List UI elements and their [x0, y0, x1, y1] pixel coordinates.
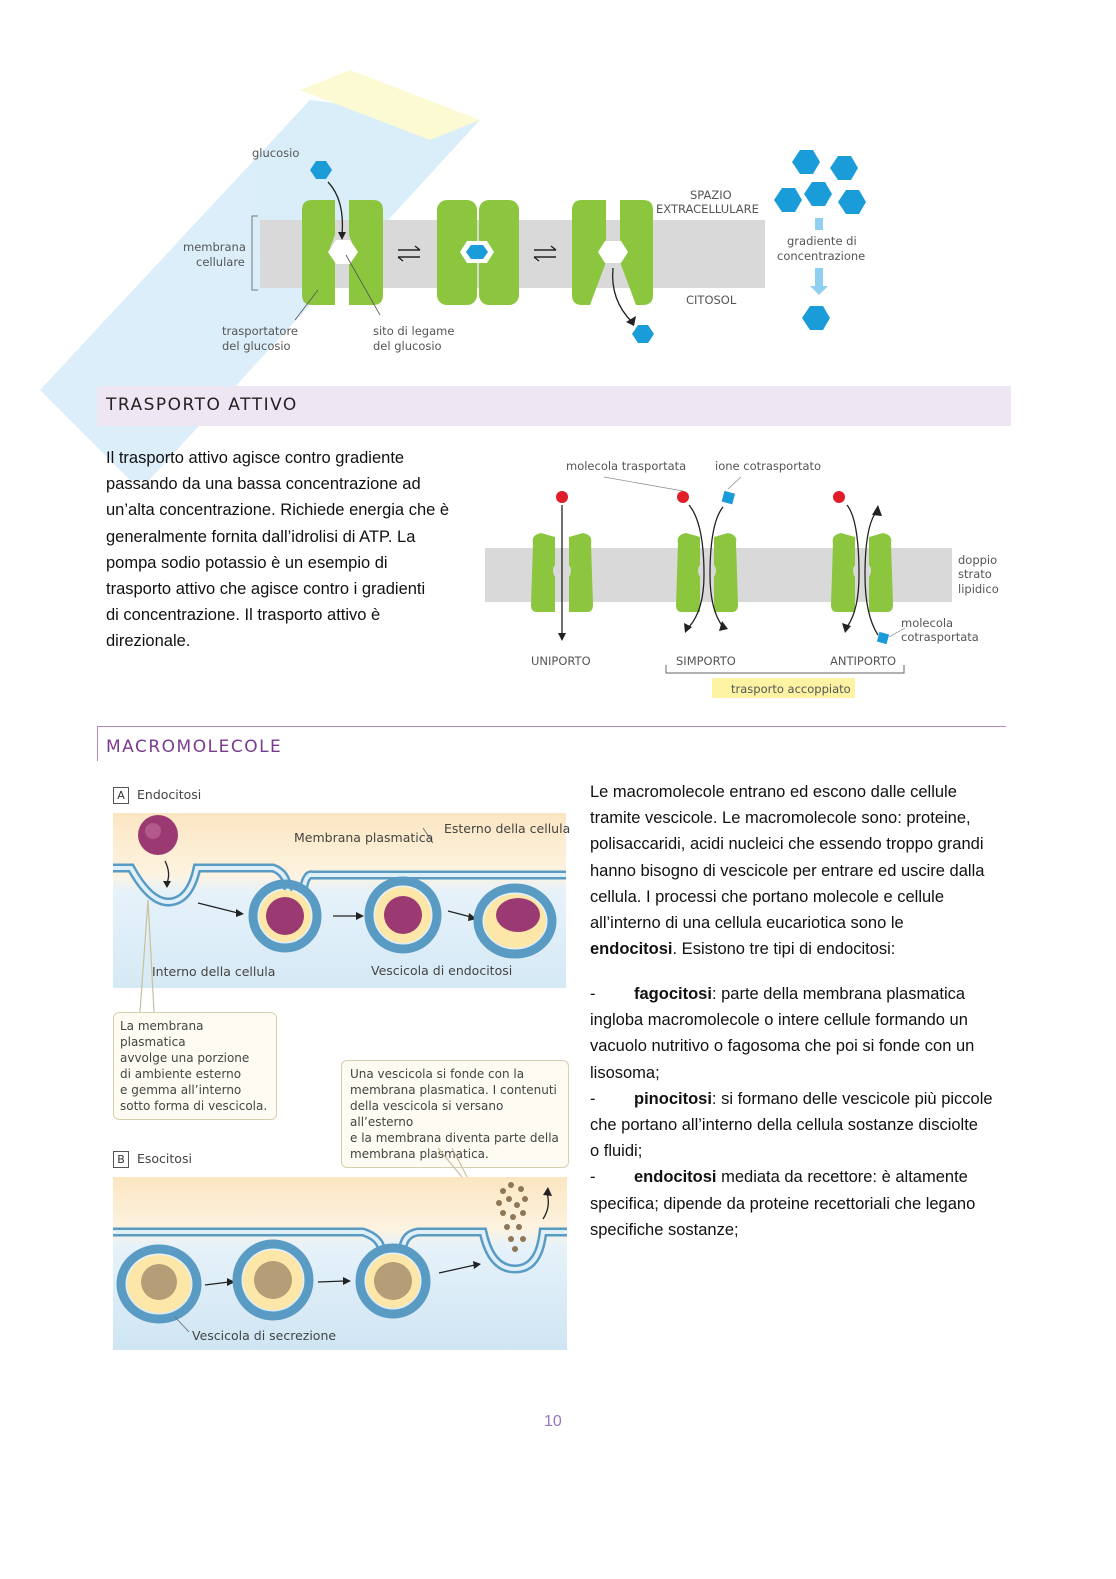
label-cellulare: cellulare — [196, 255, 245, 270]
label-esocitosi: Esocitosi — [137, 1151, 192, 1166]
exocytosis-figure — [113, 1177, 567, 1350]
paragraph-trasporto-attivo: Il trasporto attivo agisce contro gradie… — [106, 445, 476, 655]
text-line: un’alta concentrazione. Richiede energia… — [106, 497, 476, 523]
callout-endocitosi: La membrana plasmatica avvolge una porzi… — [113, 1012, 277, 1120]
text-fragment: : si formano delle vescicole più piccole — [712, 1090, 993, 1108]
text-line: specifiche sostanze; — [590, 1217, 1010, 1243]
text-line: o fluidi; — [590, 1138, 1010, 1164]
text-line: endocitosi. Esistono tre tipi di endocit… — [590, 936, 1010, 962]
esocitosi-heading: B Esocitosi — [113, 1151, 192, 1168]
callout-line: membrana plasmatica. I contenuti — [350, 1082, 560, 1098]
callout-line: della vescicola si versano all’esterno — [350, 1098, 560, 1130]
secretory-vesicle — [121, 1249, 197, 1319]
section-title: MACROMOLECOLE — [106, 737, 282, 757]
label-molecola-trasportata: molecola trasportata — [566, 459, 686, 474]
callout-line: Una vescicola si fonde con la — [350, 1066, 560, 1082]
label-molecola: molecola — [901, 616, 953, 631]
text-line: passando da una bassa concentrazione ad — [106, 471, 476, 497]
text-line: Il trasporto attivo agisce contro gradie… — [106, 445, 476, 471]
text-fragment: : parte della membrana plasmatica — [712, 985, 965, 1003]
list-item-fagocitosi: -fagocitosi: parte della membrana plasma… — [590, 981, 1010, 1086]
label-sito-di-legame: sito di legame — [373, 324, 454, 339]
section-header-macromolecole: MACROMOLECOLE — [97, 726, 1006, 761]
text-line: lisosoma; — [590, 1060, 1010, 1086]
label-del-glucosio-2: del glucosio — [373, 339, 442, 354]
callout-line: di ambiente esterno — [120, 1066, 270, 1082]
text-line: hanno bisogno di vescicole per entrare e… — [590, 858, 1010, 884]
label-interno-della-cellula: Interno della cellula — [152, 964, 275, 980]
glucose-transporter-occluded — [437, 200, 519, 305]
callout-line: e gemma all’interno — [120, 1082, 270, 1098]
text-fragment: . Esistono tre tipi di endocitosi: — [673, 940, 896, 958]
label-doppio: doppio — [958, 553, 997, 568]
text-line: polisaccaridi, acidi nucleici che essend… — [590, 831, 1010, 857]
term-endocitosi: endocitosi — [634, 1168, 717, 1186]
label-box-a: A — [113, 787, 129, 804]
label-vescicola-di-secrezione: Vescicola di secrezione — [192, 1328, 336, 1344]
page-number: 10 — [544, 1413, 562, 1431]
text-line: vacuolo nutritivo o fagosoma che poi si … — [590, 1033, 1010, 1059]
text-line: tramite vescicole. Le macromolecole sono… — [590, 805, 1010, 831]
label-extracellulare: EXTRACELLULARE — [656, 202, 759, 217]
label-cotrasportata: cotrasportata — [901, 630, 979, 645]
text-line: pompa sodio potassio è un esempio di — [106, 550, 476, 576]
label-endocitosi: Endocitosi — [137, 787, 201, 802]
text-line: di concentrazione. Il trasporto attivo è — [106, 602, 476, 628]
text-line: specifica; dipende da proteine recettori… — [590, 1191, 1010, 1217]
endocytosis-types-list: -fagocitosi: parte della membrana plasma… — [590, 981, 1010, 1243]
text-line: generalmente fornita dall’idrolisi di AT… — [106, 524, 476, 550]
label-spazio: SPAZIO — [690, 188, 732, 203]
text-line: all’interno di una cellula eucariotica s… — [590, 910, 1010, 936]
glucose-molecule-icon — [310, 161, 332, 179]
label-concentrazione: concentrazione — [777, 249, 865, 264]
paragraph-macromolecole: Le macromolecole entrano ed escono dalle… — [590, 779, 1010, 962]
list-item-pinocitosi: -pinocitosi: si formano delle vescicole … — [590, 1086, 1010, 1165]
section-header-trasporto-attivo: TRASPORTO ATTIVO — [97, 386, 1011, 426]
label-glucosio: glucosio — [252, 146, 299, 161]
text-line: ingloba macromolecole o intere cellule f… — [590, 1007, 1010, 1033]
term-pinocitosi: pinocitosi — [634, 1090, 712, 1108]
endocitosi-heading: A Endocitosi — [113, 787, 201, 804]
cotransported-ion-icon — [722, 491, 735, 504]
label-trasportatore: trasportatore — [222, 324, 298, 339]
label-citosol: CITOSOL — [686, 293, 736, 308]
glucose-transporter-open-in — [572, 200, 653, 305]
label-membrana: membrana — [183, 240, 246, 255]
callout-pointer-1 — [110, 900, 170, 1015]
label-strato: strato — [958, 567, 992, 582]
label-membrana-plasmatica: Membrana plasmatica — [294, 830, 433, 846]
term-fagocitosi: fagocitosi — [634, 985, 712, 1003]
callout-line: sotto forma di vescicola. — [120, 1098, 270, 1114]
label-gradiente-di: gradiente di — [787, 234, 857, 249]
glucose-gradient-cluster — [774, 150, 866, 214]
label-esterno-della-cellula: Esterno della cellula — [444, 821, 570, 837]
label-vescicola-di-endocitosi: Vescicola di endocitosi — [371, 963, 512, 979]
label-box-b: B — [113, 1151, 129, 1168]
text-line: cellula. I processi che portano molecole… — [590, 884, 1010, 910]
list-dash: - — [590, 1164, 634, 1190]
label-del-glucosio-1: del glucosio — [222, 339, 291, 354]
callout-line: e la membrana diventa parte della — [350, 1130, 560, 1146]
label-simporto: SIMPORTO — [676, 654, 736, 669]
label-uniporto: UNIPORTO — [531, 654, 591, 669]
term-endocitosi: endocitosi — [590, 940, 673, 958]
label-antiporto: ANTIPORTO — [830, 654, 896, 669]
glucose-released-icon — [632, 325, 654, 343]
callout-line: avvolge una porzione — [120, 1050, 270, 1066]
label-lipidico: lipidico — [958, 582, 999, 597]
callout-line: La membrana plasmatica — [120, 1018, 270, 1050]
section-title: TRASPORTO ATTIVO — [106, 395, 298, 415]
list-dash: - — [590, 1086, 634, 1112]
list-dash: - — [590, 981, 634, 1007]
text-line: direzionale. — [106, 628, 476, 654]
text-line: Le macromolecole entrano ed escono dalle… — [590, 779, 1010, 805]
list-item-endocitosi-recettore: -endocitosi mediata da recettore: è alta… — [590, 1164, 1010, 1243]
transported-molecule-icon — [556, 491, 568, 503]
label-ione-cotrasportato: ione cotrasportato — [715, 459, 821, 474]
text-fragment: mediata da recettore: è altamente — [717, 1168, 968, 1186]
text-line: che portano all’interno della cellula so… — [590, 1112, 1010, 1138]
text-line: trasporto attivo che agisce contro i gra… — [106, 576, 476, 602]
label-trasporto-accoppiato: trasporto accoppiato — [731, 682, 851, 697]
